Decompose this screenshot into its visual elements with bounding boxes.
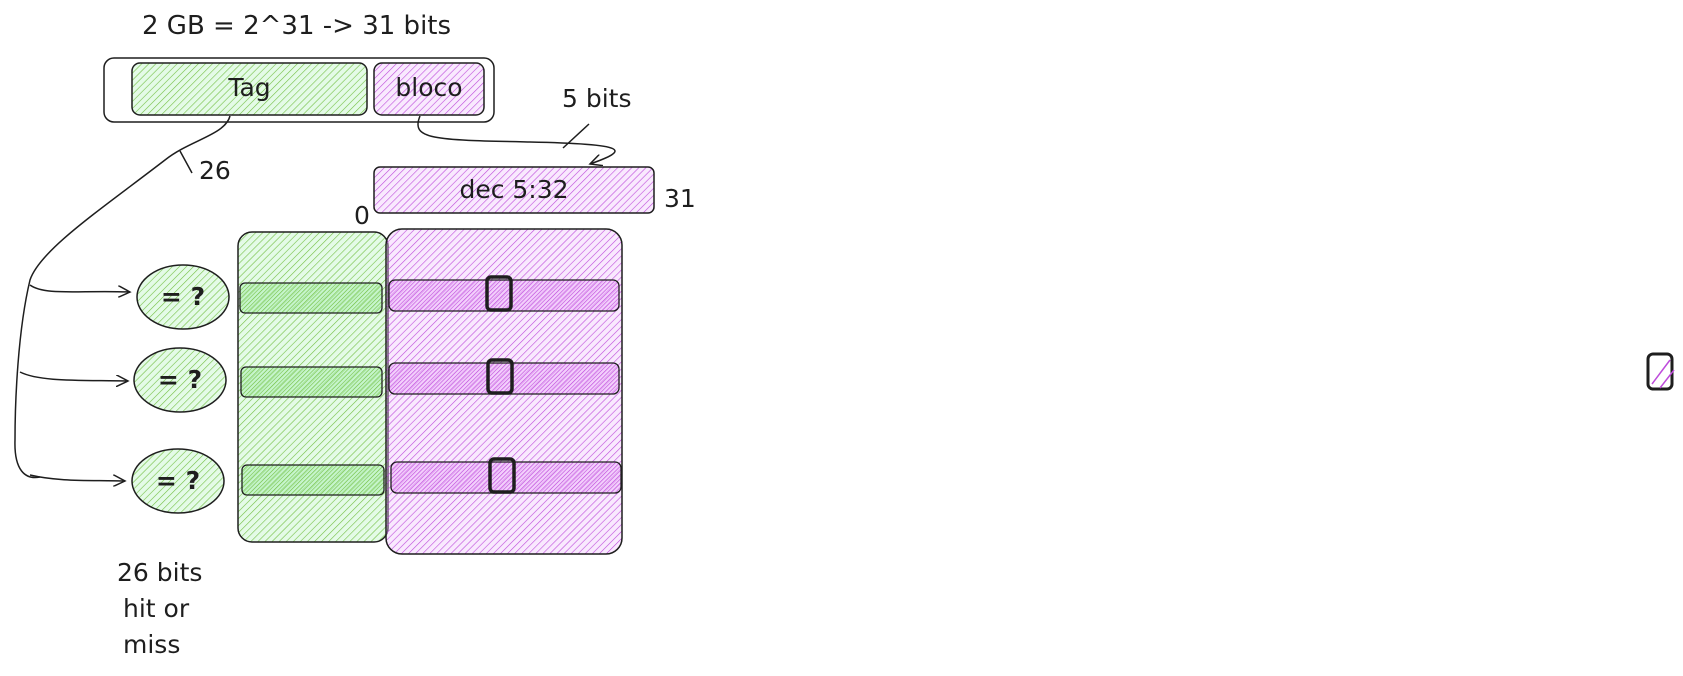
note-line: 26 bits [117,558,203,587]
comparator [133,347,227,413]
tag-row [241,464,385,496]
data-row [390,461,622,494]
data-row [388,279,620,312]
note-line: miss [123,630,181,659]
stray-shape [1646,352,1674,391]
comparator-label: = ? [155,466,201,495]
bloco-field [373,62,485,116]
comparator [136,264,230,330]
tag-bus-line [14,115,231,479]
word-selector [485,275,513,312]
tag-bits-label: 26 [199,156,231,185]
tag-arrow-to-comparator [29,474,125,481]
address-size-label: 2 GB = 2^31 -> 31 bits [142,11,452,41]
data-row [388,362,620,395]
word-selector [486,358,514,395]
address-register-box [103,57,495,123]
tag-row [240,366,383,398]
decoder-box [373,166,655,214]
bloco-to-decoder-arrow [417,115,616,164]
bloco-bits-label: 5 bits [562,84,632,113]
bus-width-slash [179,150,193,174]
tag-arrow-to-comparator [19,371,128,381]
tag-arrow-to-comparator [29,284,130,292]
stray-shape-hatch [1651,359,1671,385]
stray-shape-hatch [1659,369,1675,389]
comparator-label: = ? [157,365,203,394]
decoder-high-index: 31 [664,184,696,213]
note-line: hit or [123,594,190,623]
comparator-label: = ? [160,282,206,311]
tag-field-label: Tag [228,73,271,102]
decoder-low-index: 0 [354,201,370,230]
word-selector [488,457,516,494]
tag-row [239,282,383,314]
decoder-label: dec 5:32 [459,175,569,204]
bloco-field-label: bloco [395,73,463,102]
comparator [131,448,225,514]
tag-field [131,62,368,116]
bus-width-slash [562,123,590,149]
